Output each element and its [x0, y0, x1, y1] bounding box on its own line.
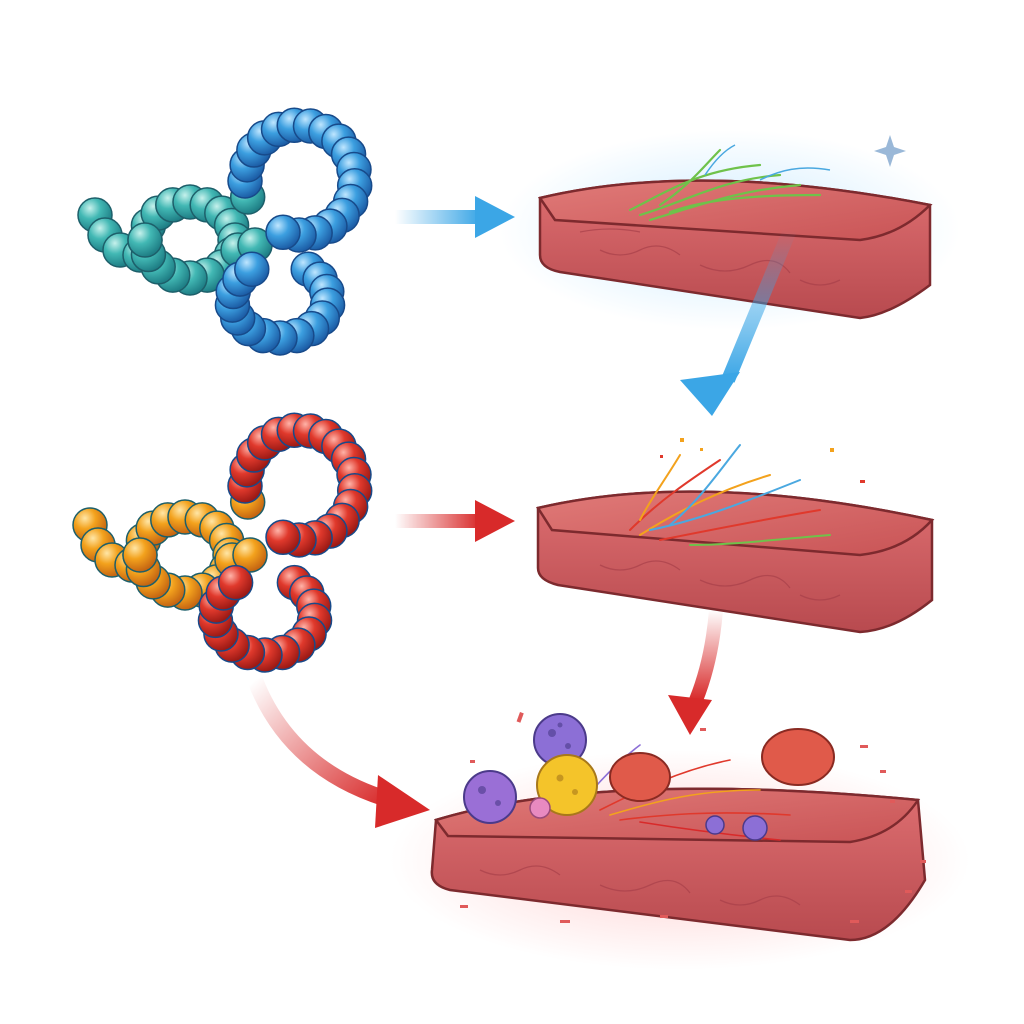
- protein-bead: [265, 519, 301, 556]
- healthy-protein-coil: [77, 107, 373, 356]
- aggregate-small-1: [705, 815, 725, 835]
- aggregate-small-2: [742, 815, 768, 841]
- arrow-misfolded-to-tissue-2: [395, 500, 515, 542]
- blue-sparkle-fibers: [704, 144, 831, 181]
- aggregate-purple-2: [463, 770, 517, 824]
- tissue-debris: [460, 712, 926, 923]
- green-fibers: [628, 148, 822, 222]
- tissue-2-top: [535, 490, 935, 557]
- protein-bead: [217, 564, 254, 601]
- tissue-slab-2: [535, 438, 935, 634]
- tissue-3-texture: [479, 865, 801, 906]
- arrow-tissue-1-to-tissue-2: [680, 227, 797, 416]
- aggregate-pores: [478, 722, 578, 806]
- arrow-misfolded-to-tissue-3: [247, 677, 430, 828]
- tissue-2-texture: [599, 560, 841, 601]
- protein-bead: [234, 251, 270, 288]
- protein-bead: [127, 222, 163, 258]
- tissue-slab-3: [390, 712, 970, 970]
- tissue-1-top: [537, 179, 933, 242]
- sparkle-icon: [874, 135, 906, 167]
- tissue-slab-1: [500, 130, 960, 330]
- mixed-fibers: [629, 444, 831, 546]
- aggregate-pink: [529, 797, 551, 819]
- protein-aggregates: [463, 713, 835, 841]
- arrow-healthy-to-tissue-1: [395, 196, 515, 238]
- protein-bead: [232, 537, 268, 573]
- arrow-tissue-2-to-tissue-3: [668, 609, 723, 735]
- protein-bead: [122, 537, 158, 573]
- aggregate-red-1: [609, 752, 671, 802]
- misfolded-protein-coil: [72, 412, 373, 673]
- protein-bead: [265, 214, 301, 251]
- aggregate-red-2: [761, 728, 835, 786]
- aggregate-yellow: [536, 754, 598, 816]
- debris-particles: [660, 438, 865, 483]
